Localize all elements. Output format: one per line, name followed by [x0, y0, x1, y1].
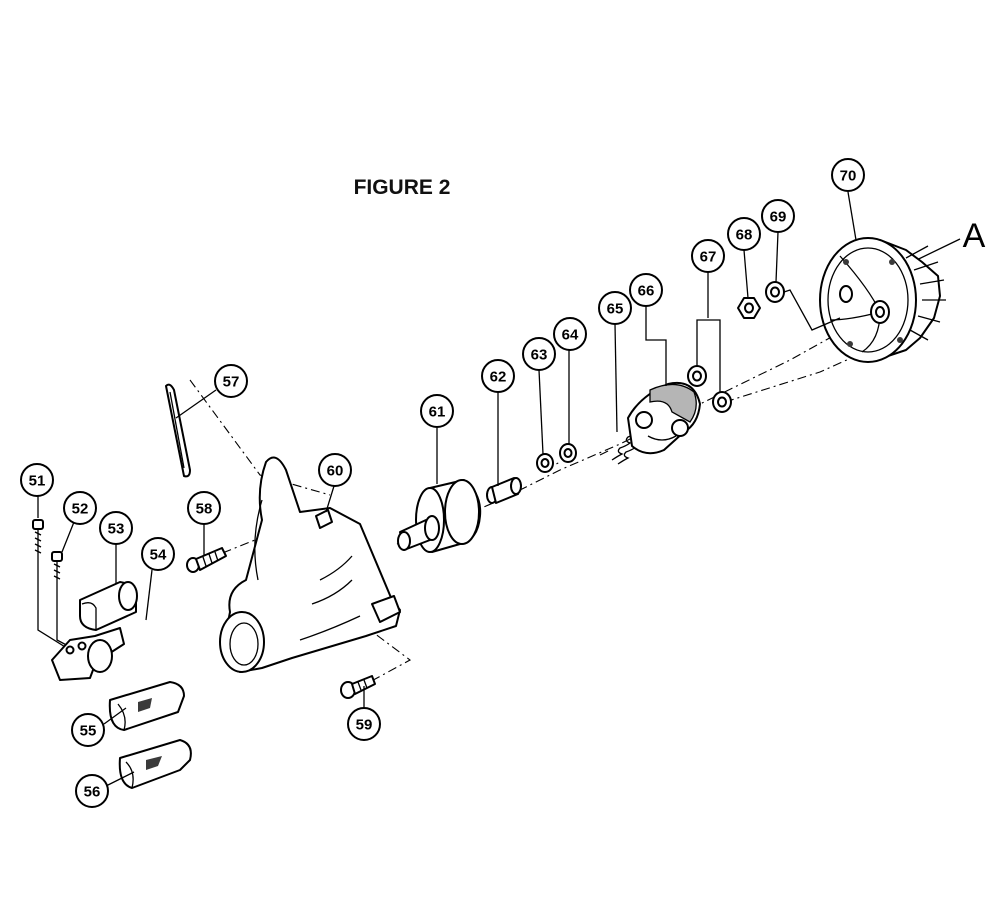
callout-64: 64 — [553, 317, 587, 351]
callout-label: 52 — [72, 501, 89, 518]
callout-label: 55 — [80, 723, 97, 740]
clamp-icon — [51, 627, 125, 681]
reference-letter: A — [963, 217, 986, 255]
callout-layer: 51 52 53 54 55 56 57 58 59 60 61 62 63 64 65 66 67 68 69 70 — [20, 158, 865, 808]
callout-label: 61 — [429, 404, 446, 421]
gasket-icon — [165, 383, 191, 478]
half-bushing-icon — [79, 581, 138, 631]
callout-leaders — [37, 191, 857, 787]
callout-label: 62 — [490, 369, 507, 386]
callout-circle — [481, 359, 515, 393]
callout-55: 55 — [71, 713, 105, 747]
washer-icon — [559, 443, 577, 463]
callout-label: 63 — [531, 347, 548, 364]
callout-circle — [20, 463, 54, 497]
callout-circle — [629, 273, 663, 307]
callout-53: 53 — [99, 511, 133, 545]
washer-icon — [712, 391, 732, 413]
flange-screw-icon — [340, 675, 376, 699]
figure-title: FIGURE 2 — [354, 176, 451, 199]
callout-label: 59 — [356, 717, 373, 734]
callout-circle — [99, 511, 133, 545]
callout-circle — [727, 217, 761, 251]
callout-67: 67 — [691, 239, 725, 273]
flywheel-icon — [819, 237, 946, 363]
washer-icon — [765, 281, 785, 303]
callout-label: 56 — [84, 784, 101, 801]
callout-circle — [318, 453, 352, 487]
clamp-half-icon — [118, 739, 192, 789]
socket-screw-icon — [32, 519, 71, 651]
washer-icon — [687, 365, 707, 387]
callout-60: 60 — [318, 453, 352, 487]
callout-circle — [347, 707, 381, 741]
callout-label: 70 — [840, 168, 857, 185]
callout-label: 64 — [562, 327, 579, 344]
callout-57: 57 — [214, 364, 248, 398]
callout-circle — [553, 317, 587, 351]
callout-52: 52 — [63, 491, 97, 525]
callout-label: 58 — [196, 501, 213, 518]
callout-circle — [691, 239, 725, 273]
callout-61: 61 — [420, 394, 454, 428]
callout-label: 53 — [108, 521, 125, 538]
callout-68: 68 — [727, 217, 761, 251]
callout-circle — [522, 337, 556, 371]
callout-63: 63 — [522, 337, 556, 371]
clutch-drum-icon — [397, 479, 482, 553]
callout-circle — [214, 364, 248, 398]
callout-label: 67 — [700, 249, 717, 266]
callout-label: 66 — [638, 283, 655, 300]
callout-circle — [761, 199, 795, 233]
bracket-leader-67 — [696, 319, 721, 392]
callout-69: 69 — [761, 199, 795, 233]
callout-65: 65 — [598, 291, 632, 325]
callout-circle — [831, 158, 865, 192]
callout-51: 51 — [20, 463, 54, 497]
callout-54: 54 — [141, 537, 175, 571]
callout-label: 65 — [607, 301, 624, 318]
screw-icon — [186, 547, 227, 573]
callout-58: 58 — [187, 491, 221, 525]
clamp-half-icon — [108, 681, 185, 731]
callout-circle — [187, 491, 221, 525]
callout-circle — [75, 774, 109, 808]
callout-59: 59 — [347, 707, 381, 741]
callout-62: 62 — [481, 359, 515, 393]
clutch-shoe-icon — [627, 382, 701, 455]
bracket-leader-69 — [783, 289, 841, 331]
washer-icon — [536, 453, 554, 473]
callout-circle — [71, 713, 105, 747]
callout-circle — [63, 491, 97, 525]
hex-nut-icon — [737, 297, 761, 319]
callout-label: 57 — [223, 374, 240, 391]
callout-70: 70 — [831, 158, 865, 192]
callout-label: 60 — [327, 463, 344, 480]
callout-circle — [598, 291, 632, 325]
callout-circle — [141, 537, 175, 571]
callout-label: 68 — [736, 227, 753, 244]
callout-66: 66 — [629, 273, 663, 307]
callout-label: 51 — [29, 473, 46, 490]
clutch-housing-icon — [219, 456, 401, 673]
callout-56: 56 — [75, 774, 109, 808]
shoulder-bolt-icon — [486, 477, 522, 504]
callout-circle — [420, 394, 454, 428]
callout-label: 69 — [770, 209, 787, 226]
callout-label: 54 — [150, 547, 167, 564]
